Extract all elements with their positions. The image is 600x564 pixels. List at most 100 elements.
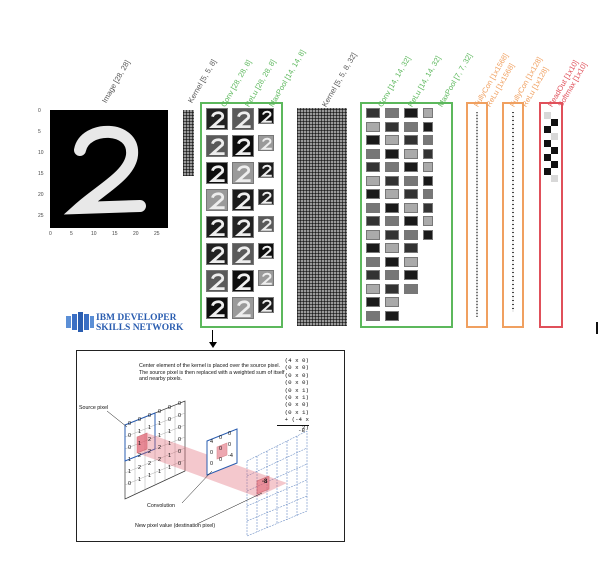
- feature-map-thumb: [385, 148, 399, 159]
- feature-map-thumb: [385, 229, 399, 240]
- feature-map-thumb: [258, 108, 274, 124]
- kernel-cell: 0: [219, 435, 223, 441]
- conv-description: Center element of the kernel is placed o…: [139, 363, 285, 383]
- feature-map-thumb: [258, 297, 274, 313]
- y-tick-label: 15: [38, 171, 44, 177]
- x-tick-label: 0: [49, 231, 52, 237]
- source-grid-cell: 2: [148, 461, 152, 467]
- equation-term: (0 x 1): [284, 408, 309, 416]
- feature-map-thumb: [258, 189, 274, 205]
- source-grid-cell: 1: [158, 469, 162, 475]
- readout-cell: [544, 112, 551, 119]
- equation: (4 x 0)(0 x 0)(0 x 0)(0 x 0)(0 x 1)(0 x …: [275, 357, 309, 431]
- kernel-cell: 0: [210, 461, 214, 467]
- feature-map-thumb: [404, 175, 418, 186]
- kernel-cell: 4: [210, 439, 214, 445]
- source-grid-cell: 0: [128, 445, 132, 451]
- feature-map-thumb: [423, 148, 433, 159]
- readout-cell: [544, 126, 551, 133]
- fullycon2-vector: [512, 112, 514, 312]
- kernel-cell: 0: [219, 446, 223, 452]
- feature-map-thumb: [404, 243, 418, 253]
- feature-map-thumb: [206, 135, 228, 157]
- source-grid-cell: 1: [168, 453, 172, 459]
- feature-map-thumb: [404, 121, 418, 132]
- feature-map-thumb: [385, 121, 399, 132]
- label-kernel1: Kernel [5, 5, 8]: [186, 57, 219, 105]
- feature-map-thumb: [232, 243, 254, 265]
- readout-block: [539, 102, 563, 328]
- source-grid-cell: 1: [148, 425, 152, 431]
- feature-map-thumb: [206, 189, 228, 211]
- kernel-cell: -4: [228, 453, 233, 459]
- input-image: [50, 110, 168, 228]
- feature-map-thumb: [366, 148, 380, 159]
- y-tick-label: 0: [38, 108, 41, 114]
- feature-map-thumb: [232, 297, 254, 319]
- equation-term: (0 x 1): [284, 394, 309, 402]
- feature-map-thumb: [366, 189, 380, 199]
- readout-cell: [551, 119, 558, 126]
- kernel-cell: 0: [219, 457, 223, 463]
- source-grid-cell: 0: [178, 425, 182, 431]
- feature-map-thumb: [385, 216, 399, 226]
- fullycon1-block: [466, 102, 488, 328]
- feature-map-thumb: [366, 310, 380, 321]
- feature-map-thumb: [385, 162, 399, 172]
- feature-map-thumb: [366, 135, 380, 145]
- source-grid-cell: 2: [148, 437, 152, 443]
- source-grid-cell: 0: [168, 417, 172, 423]
- source-grid-cell: 0: [128, 433, 132, 439]
- source-pixel-label: Source pixel: [79, 405, 109, 411]
- conv1-block: [200, 102, 283, 328]
- equation-result: -8: [298, 427, 305, 434]
- source-grid-cell: 0: [138, 417, 142, 423]
- feature-map-thumb: [423, 108, 433, 118]
- feature-map-thumb: [366, 202, 380, 213]
- destination-pixel-label: New pixel value (destination pixel): [135, 523, 216, 529]
- feature-map-thumb: [404, 202, 418, 213]
- equation-term: (0 x 0): [284, 401, 309, 409]
- feature-map-thumb: [232, 108, 254, 130]
- feature-map-thumb: [206, 270, 228, 292]
- feature-map-thumb: [423, 202, 433, 213]
- readout-cell: [551, 175, 558, 182]
- x-tick-label: 25: [154, 231, 160, 237]
- source-grid-cell: 0: [178, 449, 182, 455]
- y-tick-label: 20: [38, 192, 44, 198]
- source-grid-cell: 0: [168, 405, 172, 411]
- feature-map-thumb: [404, 108, 418, 118]
- arrow-line: [212, 330, 213, 344]
- feature-map-thumb: [232, 216, 254, 238]
- fullycon2-block: [502, 102, 524, 328]
- source-grid-cell: 2: [148, 449, 152, 455]
- feature-map-thumb: [385, 135, 399, 145]
- feature-map-thumb: [366, 229, 380, 240]
- convolution-inset: Center element of the kernel is placed o…: [76, 350, 345, 542]
- source-grid-cell: 1: [168, 465, 172, 471]
- output-value: -8: [262, 479, 268, 485]
- logo-line1: IBM DEVELOPER: [96, 313, 177, 323]
- kernel2-weights: [297, 108, 347, 326]
- readout-cell: [544, 168, 551, 175]
- feature-map-thumb: [404, 270, 418, 280]
- logo-text: IBM DEVELOPER SKILLS NETWORK: [96, 313, 183, 333]
- source-grid-cell: 2: [138, 465, 142, 471]
- feature-map-thumb: [385, 189, 399, 199]
- x-tick-label: 15: [112, 231, 118, 237]
- feature-map-thumb: [258, 216, 274, 232]
- feature-map-thumb: [404, 216, 418, 226]
- x-tick-label: 10: [91, 231, 97, 237]
- feature-map-thumb: [206, 162, 228, 184]
- feature-map-thumb: [366, 121, 380, 132]
- digit-two-drawing: [63, 125, 146, 215]
- source-grid-cell: 0: [178, 461, 182, 467]
- source-grid-cell: 0: [178, 413, 182, 419]
- feature-map-thumb: [385, 310, 399, 321]
- source-grid-cell: 2: [158, 445, 162, 451]
- feature-map-thumb: [423, 216, 433, 226]
- equation-term: (0 x 0): [284, 371, 309, 379]
- feature-map-thumb: [423, 189, 433, 199]
- x-tick-label: 5: [70, 231, 73, 237]
- feature-map-thumb: [258, 135, 274, 151]
